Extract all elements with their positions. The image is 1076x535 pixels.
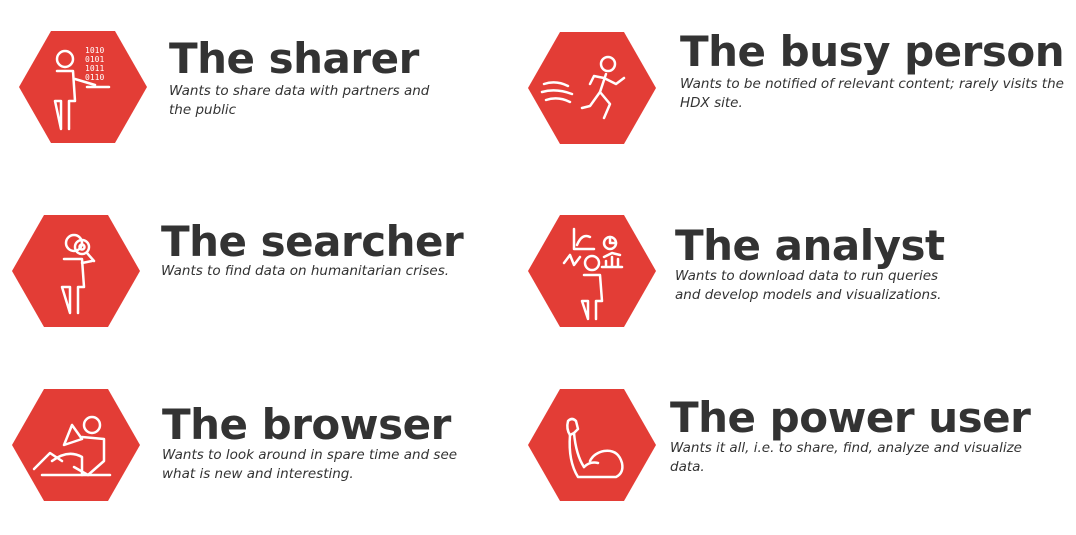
persona-description: Wants to look around in spare time and s…: [162, 447, 458, 482]
persona-description: Wants to share data with partners and th…: [169, 83, 430, 118]
persona-description: Wants to find data on humanitarian crise…: [161, 263, 450, 279]
busy-person-icon: [528, 32, 656, 144]
persona-title: The browser: [162, 400, 451, 449]
svg-text:1011: 1011: [85, 64, 104, 73]
svg-text:0110: 0110: [85, 73, 104, 82]
persona-description: Wants to download data to run queries an…: [675, 268, 942, 303]
sharer-icon: 1010 0101 1011 0110: [19, 31, 147, 143]
svg-text:0101: 0101: [85, 55, 104, 64]
persona-title: The busy person: [680, 27, 1065, 76]
svg-text:1010: 1010: [85, 46, 104, 55]
persona-title: The power user: [670, 393, 1031, 442]
persona-description: Wants to be notified of relevant content…: [680, 76, 1064, 111]
persona-title: The analyst: [675, 221, 945, 270]
power-user-icon: [528, 389, 656, 501]
persona-title: The searcher: [161, 217, 464, 266]
persona-title: The sharer: [169, 34, 419, 83]
searcher-icon: [12, 215, 140, 327]
browser-icon: [12, 389, 140, 501]
analyst-icon: [528, 215, 656, 327]
persona-description: Wants it all, i.e. to share, find, analy…: [670, 440, 1022, 475]
